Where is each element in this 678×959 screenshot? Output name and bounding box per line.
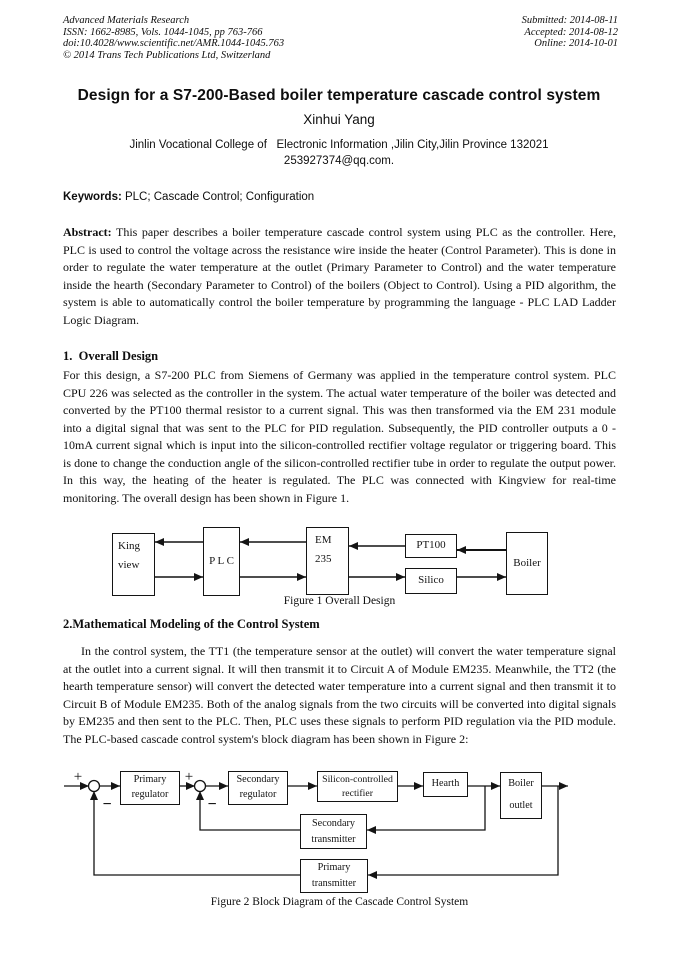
section-1-heading: 1. Overall Design bbox=[63, 349, 159, 363]
journal-copyright-line: © 2014 Trans Tech Publications Ltd, Swit… bbox=[63, 49, 271, 61]
keywords-line: Keywords: PLC; Cascade Control; Configur… bbox=[63, 190, 618, 205]
box-label-line: rectifier bbox=[342, 787, 373, 799]
section-2-body: In the control system, the TT1 (the temp… bbox=[63, 644, 616, 746]
kingview-box: King view bbox=[112, 533, 155, 596]
box-label-line: view bbox=[118, 559, 140, 572]
summing-junction-1 bbox=[87, 779, 101, 793]
box-label-line: transmitter bbox=[311, 878, 357, 889]
primary-return-line bbox=[90, 791, 300, 876]
box-label-line: King bbox=[118, 540, 140, 552]
figure-2-diagram: + + − − Primary regulator Secondary regu… bbox=[0, 763, 678, 895]
secondary-feedback-line bbox=[367, 786, 486, 834]
minus-sign-2: − bbox=[207, 796, 216, 813]
accepted-date: Accepted: 2014-08-12 bbox=[524, 26, 618, 38]
plus-sign-2: + bbox=[185, 769, 193, 785]
keywords-text: PLC; Cascade Control; Configuration bbox=[121, 191, 315, 203]
abstract-paragraph: Abstract: This paper describes a boiler … bbox=[63, 224, 616, 329]
box-label-line: 235 bbox=[315, 553, 332, 566]
figure-1-caption: Figure 1 Overall Design bbox=[283, 595, 396, 607]
section-1-body: For this design, a S7-200 PLC from Sieme… bbox=[63, 368, 616, 505]
silicon-rectifier-box: Silicon-controlled rectifier bbox=[317, 771, 398, 802]
box-label-line: Secondary bbox=[236, 774, 280, 786]
abstract-text: This paper describes a boiler temperatur… bbox=[63, 225, 616, 327]
journal-header: Advanced Materials Research ISSN: 1662-8… bbox=[63, 15, 618, 61]
author-email: 253927374@qq.com. bbox=[283, 155, 395, 167]
box-label-line: Hearth bbox=[431, 778, 460, 790]
em235-box: EM 235 bbox=[306, 527, 349, 595]
online-date: Online: 2014-10-01 bbox=[534, 38, 618, 50]
primary-feedback-line bbox=[368, 786, 559, 879]
journal-issn-line: ISSN: 1662-8985, Vols. 1044-1045, pp 763… bbox=[63, 26, 263, 38]
author-name: Xinhui Yang bbox=[303, 112, 375, 127]
figure-2-caption: Figure 2 Block Diagram of the Cascade Co… bbox=[210, 896, 469, 908]
figure-2-connectors: + + − − bbox=[64, 769, 568, 879]
box-label-line: Boiler bbox=[513, 556, 541, 569]
journal-name: Advanced Materials Research bbox=[63, 15, 190, 26]
box-label-line: Primary bbox=[317, 862, 351, 874]
minus-sign-1: − bbox=[102, 796, 111, 813]
summing-junction-2 bbox=[193, 779, 207, 793]
journal-doi-line: doi:10.4028/www.scientific.net/AMR.1044-… bbox=[63, 38, 285, 50]
boiler-outlet-box: Boiler outlet bbox=[500, 772, 542, 819]
abstract-label: Abstract: bbox=[63, 225, 112, 239]
boiler-box: Boiler bbox=[506, 532, 548, 595]
box-label-line: outlet bbox=[509, 800, 533, 812]
box-label-line: Boiler bbox=[508, 778, 534, 789]
box-label-line: transmitter bbox=[311, 833, 356, 845]
plc-box: P L C bbox=[203, 527, 240, 596]
section-2-heading: 2.Mathematical Modeling of the Control S… bbox=[63, 617, 320, 631]
figure-1-connectors bbox=[155, 538, 506, 581]
box-label-line: Silicon-controlled bbox=[322, 773, 393, 785]
plus-sign-1: + bbox=[74, 769, 82, 785]
hearth-box: Hearth bbox=[423, 772, 468, 797]
box-label-line: EM bbox=[315, 534, 332, 546]
keywords-label: Keywords: bbox=[63, 191, 122, 203]
primary-transmitter-box: Primary transmitter bbox=[300, 859, 368, 893]
paper-title: Design for a S7-200-Based boiler tempera… bbox=[77, 87, 601, 104]
box-label-line: regulator bbox=[131, 789, 169, 800]
box-label-line: Silico bbox=[418, 574, 444, 587]
box-label-line: PT100 bbox=[416, 539, 446, 552]
pt100-box: PT100 bbox=[405, 534, 457, 558]
box-label-line: Secondary bbox=[312, 817, 355, 829]
silico-box: Silico bbox=[405, 568, 457, 594]
primary-regulator-box: Primary regulator bbox=[120, 771, 180, 805]
box-label-line: P L C bbox=[209, 554, 234, 567]
secondary-return-line bbox=[196, 791, 300, 831]
journal-info: Advanced Materials Research ISSN: 1662-8… bbox=[63, 15, 284, 61]
secondary-transmitter-box: Secondary transmitter bbox=[300, 814, 367, 849]
figure-1-diagram: King view P L C EM 235 PT100 Silico Boil… bbox=[0, 525, 678, 600]
submission-info: Submitted: 2014-08-11 Accepted: 2014-08-… bbox=[522, 15, 618, 61]
submitted-date: Submitted: 2014-08-11 bbox=[521, 15, 618, 26]
box-label-line: regulator bbox=[239, 789, 277, 800]
box-label-line: Primary bbox=[133, 774, 167, 786]
secondary-regulator-box: Secondary regulator bbox=[228, 771, 288, 805]
affiliation: Jinlin Vocational College of Electronic … bbox=[129, 139, 549, 151]
